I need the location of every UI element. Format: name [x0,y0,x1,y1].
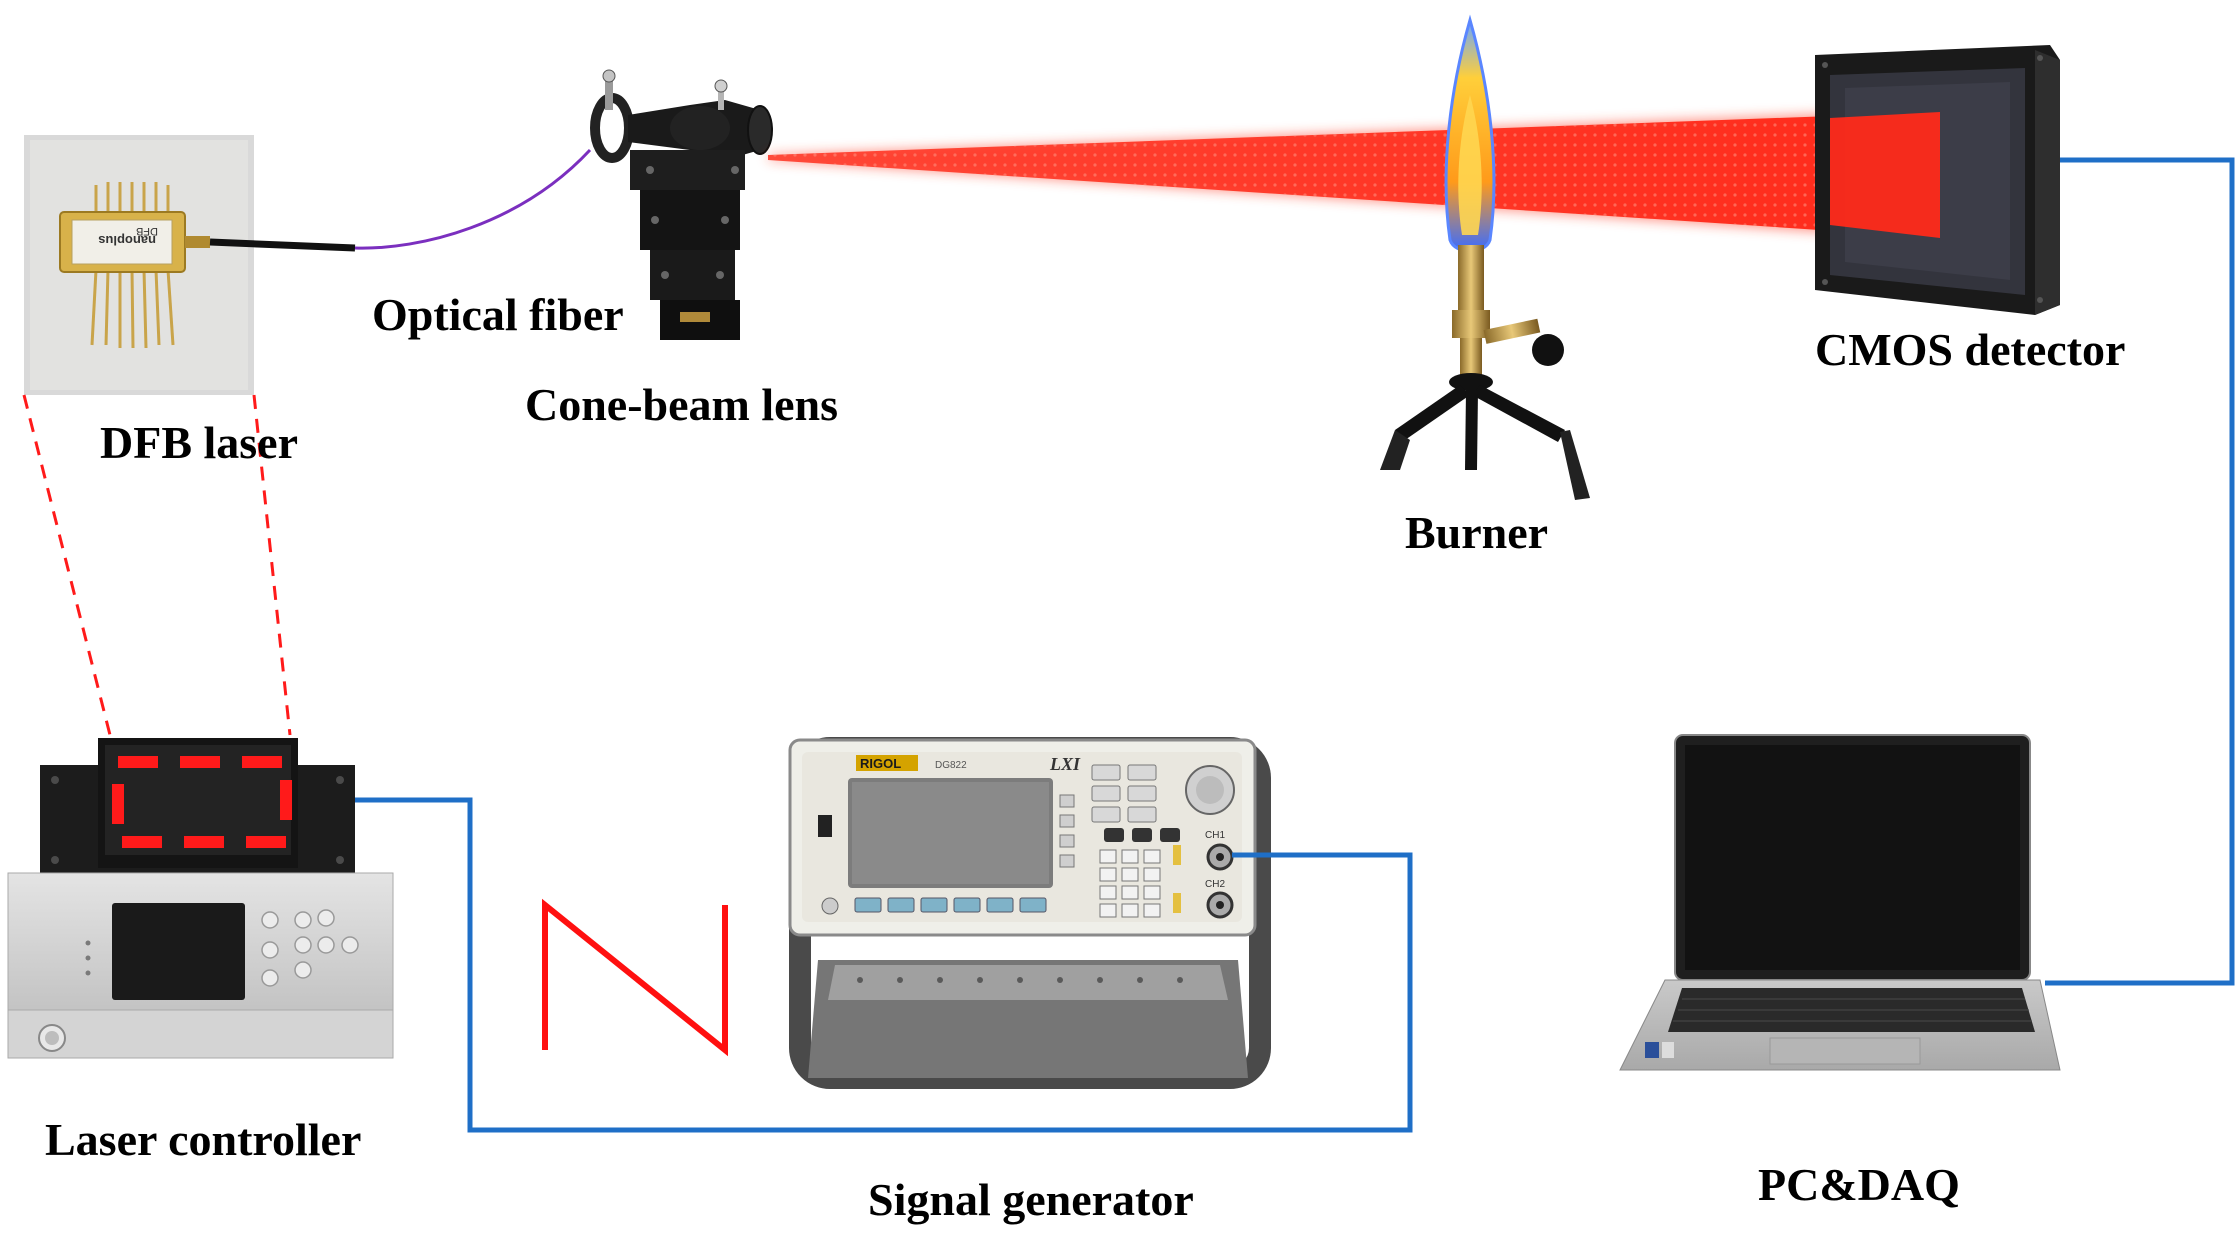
dfb-top-pins [94,182,170,215]
burner-tripod-leg-right [1472,385,1565,442]
dfb-laser-photo: nanoplus DFB [24,135,356,395]
burner-valve-knob [1532,334,1564,366]
laser-beam [768,110,1942,240]
laptop-pc-daq [1619,734,2061,1071]
generator-power-button [821,897,839,915]
cable-controller-generator [355,797,1413,1133]
label-burner: Burner [1405,507,1548,558]
cables [355,157,2235,1133]
generator-ch1-label: CH1 [1205,830,1225,841]
cable-cmos-laptop [2045,157,2235,986]
label-laser-controller: Laser controller [45,1114,361,1165]
zoom-line-left [22,394,112,736]
optical-fiber-line [354,148,592,250]
laptop-touchpad [1769,1037,1921,1065]
dfb-chip-model: DFB [136,225,158,237]
laptop-screen [1685,745,2020,970]
fiber-pigtail [209,238,356,252]
label-dfb-laser: DFB laser [100,417,298,468]
signal-generator: RIGOL DG822 LXI [788,737,1271,1089]
controller-buttons [261,909,359,987]
label-cmos-detector: CMOS detector [1815,324,2125,375]
cone-beam-lens-assembly [590,69,773,340]
sawtooth-wave-icon [542,898,728,1057]
burner-tube [1458,245,1484,315]
generator-model: DG822 [935,760,967,771]
dfb-bottom-pins [90,269,175,349]
dfb-chip-brand: nanoplus [98,233,156,248]
generator-ch2-label: CH2 [1205,879,1225,890]
label-pc-daq: PC&DAQ [1758,1159,1960,1210]
generator-softkeys [854,897,1047,913]
generator-arrow-keys [1104,828,1180,842]
label-optical-fiber: Optical fiber [372,289,624,340]
cmos-detector [1815,45,2060,315]
generator-lxi-badge: LXI [1049,754,1081,774]
label-signal-generator: Signal generator [868,1174,1194,1225]
generator-function-keys [1091,764,1157,823]
dfb-highlight-box [112,756,292,848]
laser-controller [7,738,394,1059]
generator-brand: RIGOL [860,756,901,771]
generator-numeric-keypad [1099,849,1161,918]
label-cone-beam-lens: Cone-beam lens [525,379,838,430]
burner-tripod-leg-left [1395,385,1470,440]
controller-screen [112,903,245,1000]
zoom-line-right [252,394,292,736]
burner [1380,14,1590,500]
